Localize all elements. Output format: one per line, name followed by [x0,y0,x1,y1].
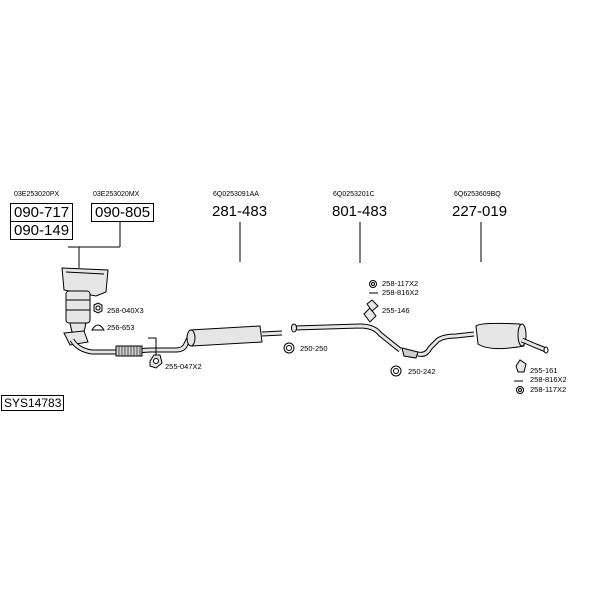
front-pipe-fill [70,339,160,354]
flex-pipe-ribs [118,346,141,356]
fitting-label-bolt-mid-1[interactable]: 258-117X2 [382,279,419,288]
middle-silencer-end [186,329,196,347]
leader-lines [68,222,482,268]
fitting-label-ring-front[interactable]: 256-653 [107,323,135,332]
tailpipe-fill [521,338,547,352]
front-pipe-group [69,337,160,357]
intermediate-pipe-fill [293,324,401,352]
manifold-catalyst [61,267,109,346]
part-number-manifold-c[interactable]: 090-149 [10,221,74,240]
rear-inlet-fill [417,332,475,356]
fitting-label-clamp-mid[interactable]: 250-250 [300,344,328,353]
hanger-rear-icon [515,359,527,373]
fitting-label-clamp-front[interactable]: 255-047X2 [165,362,202,371]
oem-label-middle-1: 6Q0253091AA [213,191,259,198]
gasket-nut-hole-icon [95,305,101,311]
manifold-flange-line [65,271,105,275]
fitting-label-hanger-rear[interactable]: 255-161 [530,366,558,375]
fitting-icons [91,280,527,394]
oem-label-manifold-2: 03E253020MX [93,191,140,198]
middle-outlet-fill [261,331,283,336]
rear-silencer-body [475,322,525,350]
ring-icon [91,324,105,331]
clamp-rear-inner-icon [393,368,399,374]
part-number-manifold-a[interactable]: 090-717 [10,203,74,222]
bolt-rear-2-inner-icon [518,388,522,392]
intermediate-pipe-end [291,323,297,333]
diagram-id-label: SYS14783 [1,395,65,411]
clamp-mid-inner-icon [286,345,292,351]
flex-pipe [115,345,143,357]
oem-label-manifold-1: 03E253020PX [14,191,60,198]
fitting-label-bolt-rear-1[interactable]: 258-816X2 [530,375,567,384]
fitting-label-hanger-mid[interactable]: 255-146 [382,306,410,315]
fitting-label-clamp-rear[interactable]: 250-242 [408,367,436,376]
oem-label-middle-2: 6Q0253201C [333,191,375,198]
fitting-label-gasket-front[interactable]: 258-040X3 [107,306,144,315]
part-number-middle-silencer[interactable]: 281-483 [212,203,268,220]
fitting-label-bolt-rear-2[interactable]: 258-117X2 [530,385,567,394]
middle-silencer-group [160,325,283,353]
catalyst-body [65,290,91,324]
rear-silencer-group [417,322,549,357]
front-bracket [148,337,157,356]
intermediate-pipe-group [291,307,419,359]
clamp-front-hole-icon [153,358,159,364]
intermediate-pipe-flange [401,347,419,359]
bolt-mid-1-inner-icon [371,282,375,286]
part-number-rear-silencer[interactable]: 227-019 [452,203,508,220]
middle-inlet-fill [160,335,192,352]
part-number-middle-pipe[interactable]: 801-483 [332,203,388,220]
tailpipe-tip [543,346,549,354]
fitting-label-bolt-mid-2[interactable]: 258-816X2 [382,288,419,297]
part-number-manifold-b[interactable]: 090-805 [91,203,155,222]
middle-silencer-body [189,325,263,347]
manifold-body [61,267,109,297]
hanger-mid-icon [366,299,379,312]
middle-hanger-bracket [363,307,377,323]
oem-label-rear: 6Q6253609BQ [454,191,501,198]
